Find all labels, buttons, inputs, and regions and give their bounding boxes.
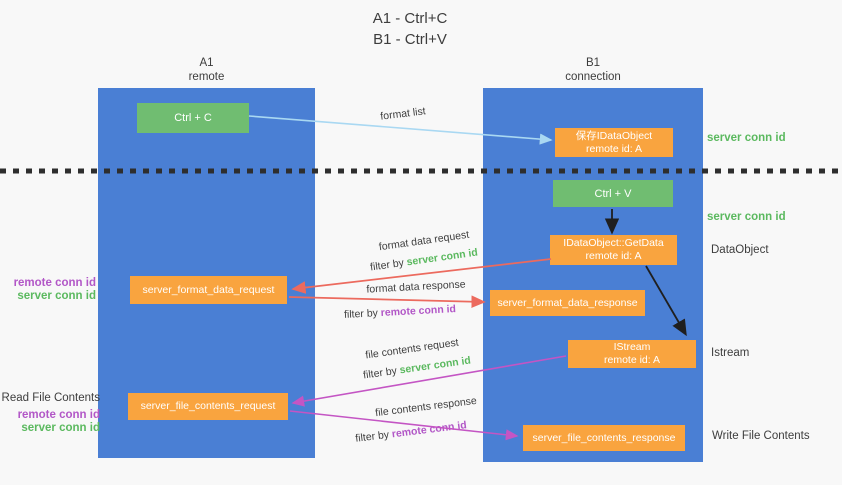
- server-conn-id-label-left-1: server conn id: [17, 290, 96, 302]
- server-format-data-request-label: server_format_data_request: [142, 283, 275, 296]
- format-data-response-label: format data response: [366, 278, 466, 296]
- remote-conn-id-inline-1: remote conn id: [380, 303, 457, 319]
- filter-by-text: filter by: [343, 307, 382, 321]
- left-column-role: remote: [188, 71, 225, 83]
- left-column-name: A1: [199, 57, 214, 69]
- istream-line1: IStream: [613, 341, 651, 353]
- server-conn-id-inline-1: server conn id: [405, 246, 479, 269]
- save-dataobject-line2: remote id: A: [585, 142, 643, 155]
- filter-by-text: filter by: [362, 364, 401, 382]
- server-conn-id-label-top: server conn id: [707, 132, 786, 144]
- filter-by-text: filter by: [354, 428, 393, 445]
- ctrl-c-node: Ctrl + C: [137, 103, 249, 133]
- file-contents-response-filter-label: filter by remote conn id: [355, 419, 468, 445]
- right-column-name: B1: [585, 57, 601, 69]
- title-line-ctrl-v: B1 - Ctrl+V: [373, 31, 447, 48]
- istream-node: IStream remote id: A: [568, 340, 696, 368]
- remote-conn-id-label-1: remote conn id: [13, 277, 96, 289]
- right-column-role: connection: [565, 71, 621, 83]
- format-data-response-arrow: [288, 295, 486, 308]
- save-dataobject-node: 保存IDataObject remote id: A: [555, 128, 673, 157]
- write-file-contents-label: Write File Contents: [712, 430, 810, 442]
- left-column-header: A1 remote: [98, 56, 315, 84]
- title-line-ctrl-c: A1 - Ctrl+C: [372, 10, 448, 27]
- ctrl-v-node: Ctrl + V: [553, 180, 673, 207]
- server-conn-id-label-left-2: server conn id: [21, 422, 100, 434]
- istream-side-label: Istream: [711, 347, 750, 359]
- getdata-line2: remote id: A: [585, 250, 642, 262]
- format-list-label: format list: [379, 105, 427, 123]
- filter-by-text: filter by: [369, 256, 408, 274]
- remote-conn-id-inline-2: remote conn id: [391, 419, 468, 441]
- idataobject-getdata-node: IDataObject::GetData remote id: A: [550, 235, 677, 265]
- server-file-contents-response-label: server_file_contents_response: [532, 431, 676, 444]
- getdata-line1: IDataObject::GetData: [563, 237, 664, 249]
- read-file-contents-label: Read File Contents: [1, 392, 100, 404]
- ctrl-v-label: Ctrl + V: [594, 187, 632, 200]
- server-file-contents-response-node: server_file_contents_response: [523, 425, 685, 451]
- remote-conn-id-label-2: remote conn id: [17, 409, 100, 421]
- server-format-data-response-node: server_format_data_response: [490, 290, 645, 316]
- file-contents-response-label: file contents response: [374, 394, 478, 420]
- server-file-contents-request-node: server_file_contents_request: [128, 393, 288, 420]
- format-data-response-filter-label: filter by remote conn id: [344, 303, 457, 321]
- dataobject-label: DataObject: [711, 244, 769, 256]
- diagram-title: A1 - Ctrl+C B1 - Ctrl+V: [300, 8, 520, 50]
- ctrl-c-label: Ctrl + C: [174, 112, 212, 124]
- right-column-header: B1 connection: [483, 56, 703, 84]
- server-file-contents-request-label: server_file_contents_request: [140, 400, 276, 412]
- server-format-data-request-node: server_format_data_request: [130, 276, 287, 304]
- server-conn-id-label-mid: server conn id: [707, 211, 786, 223]
- save-dataobject-line1: 保存IDataObject: [575, 129, 653, 142]
- read-file-contents-block: Read File Contents remote conn id server…: [0, 392, 100, 435]
- server-format-data-response-label: server_format_data_response: [497, 296, 638, 309]
- server-conn-id-inline-2: server conn id: [398, 354, 472, 377]
- format-request-conn-ids: remote conn id server conn id: [0, 277, 96, 303]
- istream-line2: remote id: A: [603, 354, 661, 366]
